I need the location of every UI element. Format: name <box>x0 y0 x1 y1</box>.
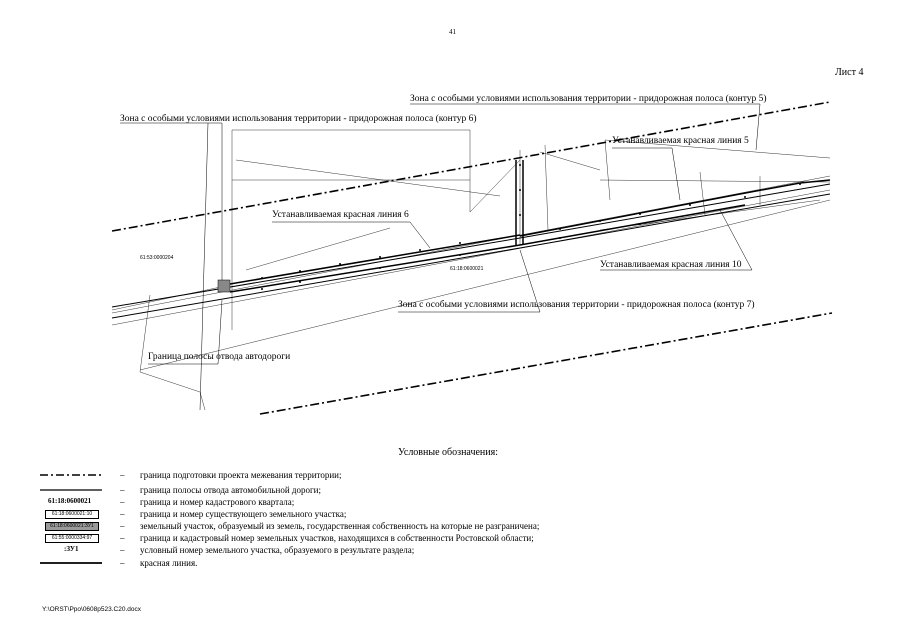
legend-text: земельный участок, образуемый из земель,… <box>140 521 540 531</box>
legend-item: – граница подготовки проекта межевания т… <box>40 470 342 480</box>
legend-title: Условные обозначения: <box>398 447 499 458</box>
zone-7-label: Зона с особыми условиями использования т… <box>398 300 755 310</box>
red-line-10-label: Устанавливаемая красная линия 10 <box>600 260 742 270</box>
legend-text: красная линия. <box>140 558 198 568</box>
legend-symbol: 61:18:0600021:ЗУ1 <box>45 522 99 531</box>
sheet-label: Лист 4 <box>835 67 864 78</box>
file-path-footer: Y:\ORST\Ppo\0608p523.C20.docx <box>42 606 142 613</box>
legend-item: 61:55:0000334:97 – граница и кадастровый… <box>40 533 660 544</box>
legend-symbol: 61:18:0600021:10 <box>45 510 99 519</box>
quarter-number-left: 61:53:0000204 <box>140 255 174 261</box>
project-boundary-bottom <box>259 312 833 415</box>
legend-item: – граница полосы отвода автомобильной до… <box>40 485 321 495</box>
legend-text: граница полосы отвода автомобильной доро… <box>140 485 321 495</box>
red-line-6 <box>229 234 521 285</box>
legend-item: – красная линия. <box>40 558 198 568</box>
zone-6-label: Зона с особыми условиями использования т… <box>120 114 477 124</box>
legend-text: условный номер земельного участка, образ… <box>140 545 415 555</box>
red-line-6-label: Устанавливаемая красная линия 6 <box>272 210 409 220</box>
state-land-parcel <box>217 279 231 293</box>
legend-text: граница подготовки проекта межевания тер… <box>140 470 342 480</box>
legend-symbol: :ЗУ1 <box>64 545 79 553</box>
legend-text: граница и номер кадастрового квартала; <box>140 497 295 507</box>
red-line-5 <box>519 179 831 237</box>
red-line-5-label: Устанавливаемая красная линия 5 <box>612 136 749 146</box>
zone-5-label: Зона с особыми условиями использования т… <box>410 94 767 104</box>
legend-text: граница и номер существующего земельного… <box>140 509 347 519</box>
red-line-10 <box>229 204 746 293</box>
legend-item: :ЗУ1 – условный номер земельного участка… <box>64 545 415 555</box>
project-boundary-top <box>111 101 831 232</box>
legend-text: граница и кадастровый номер земельных уч… <box>140 533 534 543</box>
legend-symbol: 61:18:0600021 <box>48 497 92 505</box>
page-number: 41 <box>449 28 456 36</box>
legend-item: 61:18:0600021:10 – граница и номер сущес… <box>40 509 660 520</box>
legend-item: 61:18:0600021 – граница и номер кадастро… <box>48 497 295 507</box>
legend-item: 61:18:0600021:ЗУ1 – земельный участок, о… <box>40 521 660 532</box>
quarter-number-mid: 61:18:0600021 <box>450 266 484 272</box>
road-boundary-label: Граница полосы отвода автодороги <box>148 352 291 362</box>
legend-symbol: 61:55:0000334:97 <box>45 534 99 543</box>
